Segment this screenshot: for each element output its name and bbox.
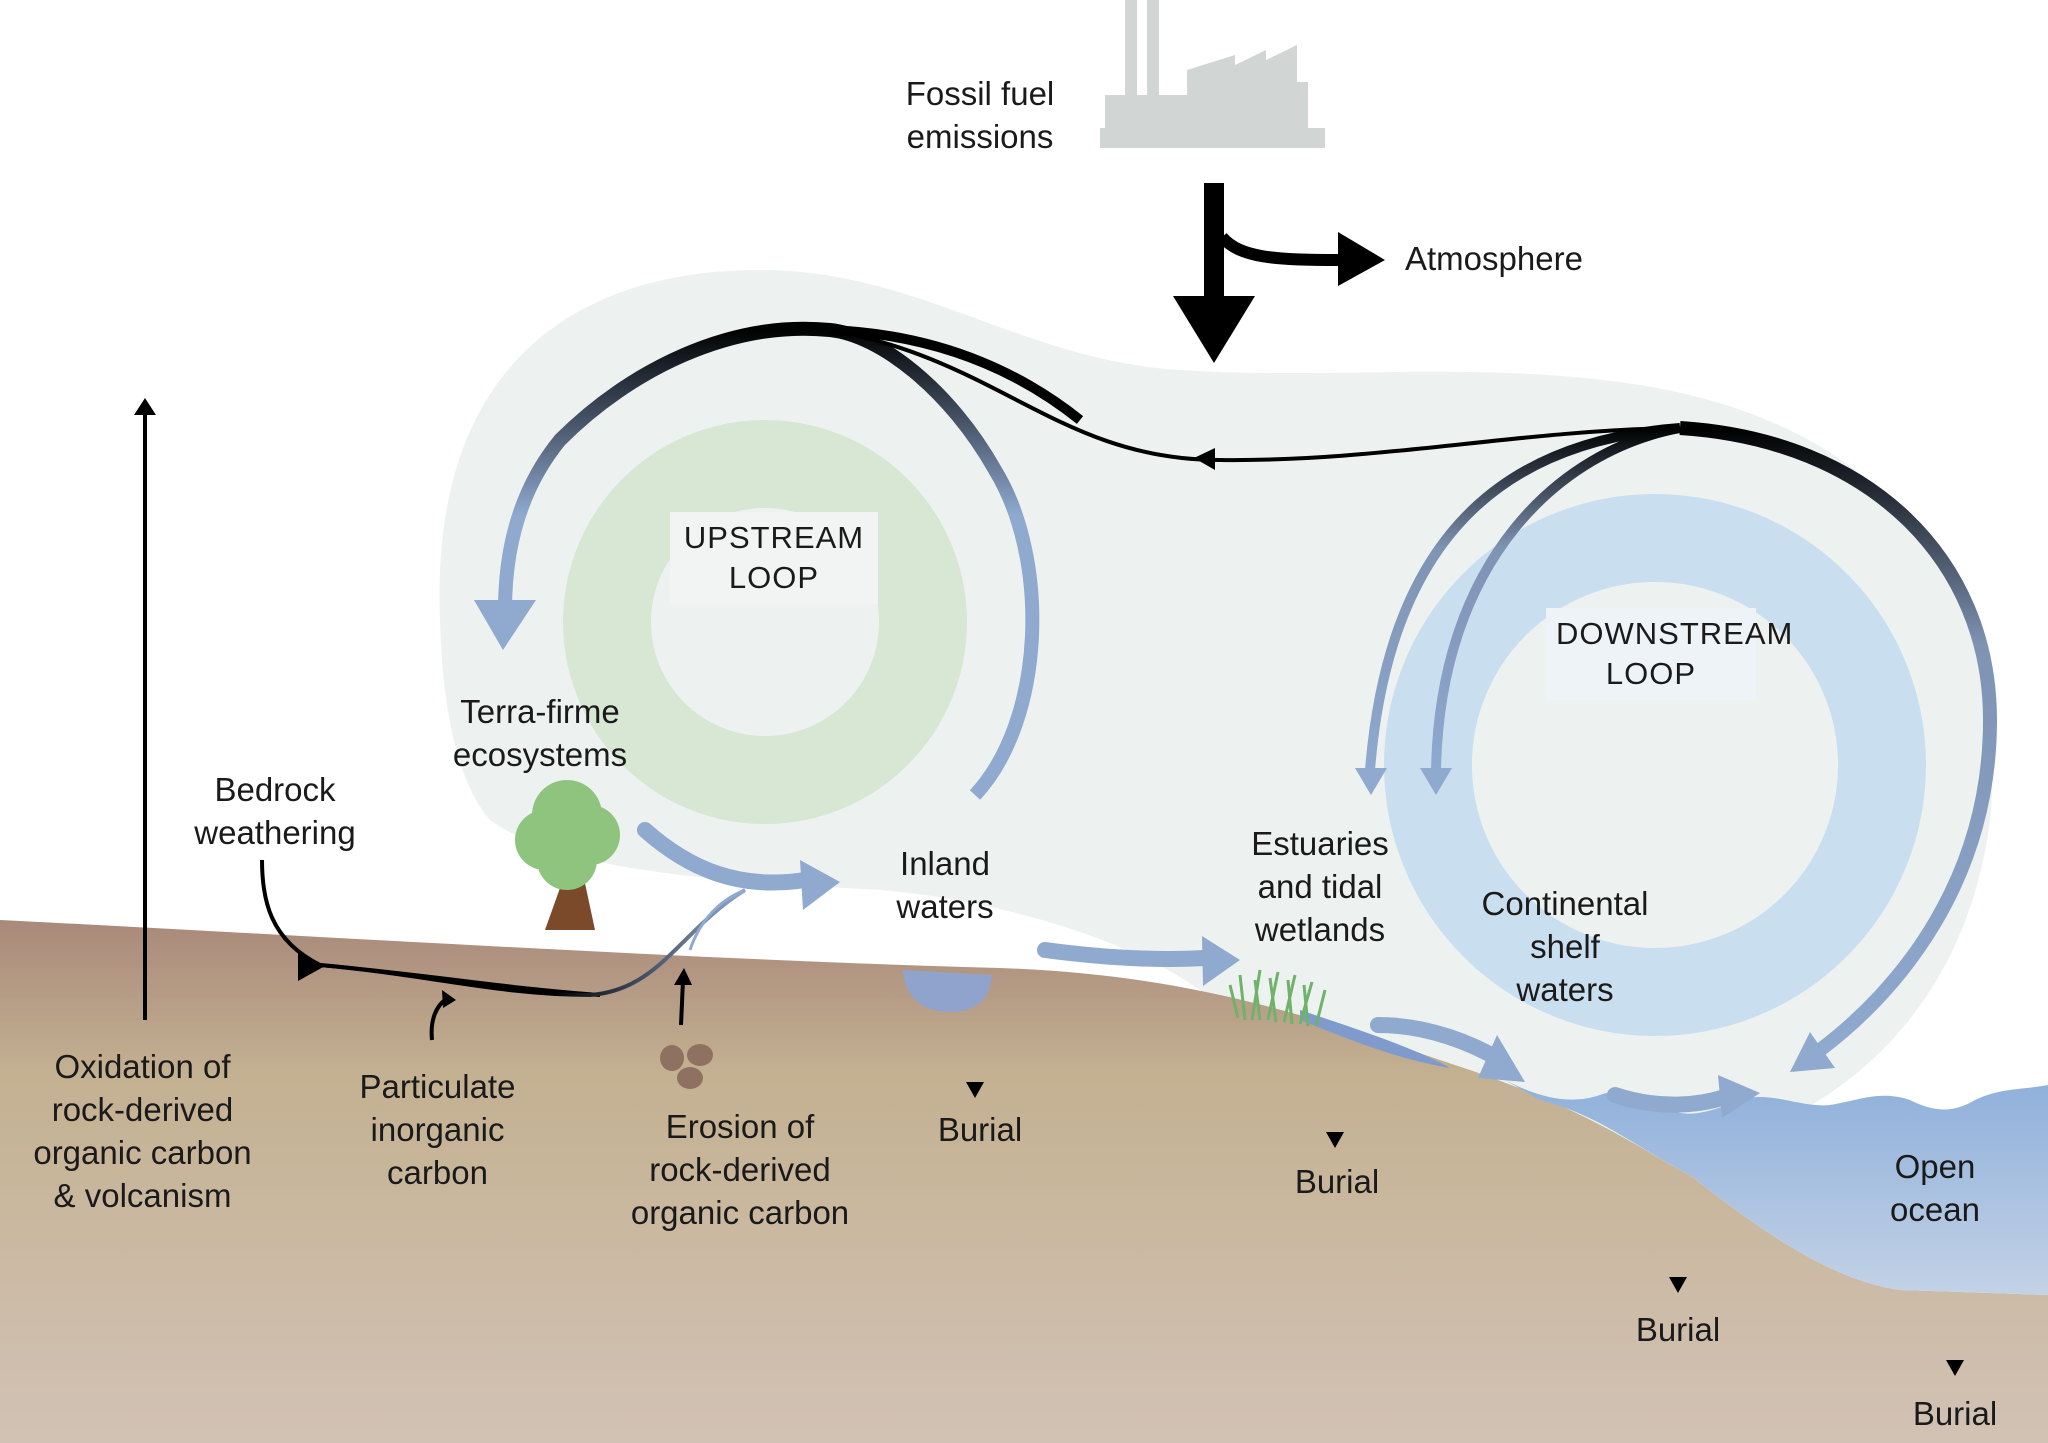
downstream-ring [1384,494,1926,1036]
burial-label-ocean: Burial [1912,1395,1998,1432]
tree-icon [515,780,620,930]
burial-label-estuary: Burial [1294,1163,1380,1200]
downstream-loop-arrow [1679,421,1998,1056]
flow-arrow-inland-to-estuary [1037,942,1213,968]
upstream-loop-arrowhead [474,600,536,650]
factory-icon [1100,0,1325,148]
flow-arrow-shelf-to-ocean [1607,1087,1733,1113]
grass-icon [1228,969,1327,1027]
atmosphere-arrow [1217,232,1341,266]
emissions-arrow-head [1173,296,1255,363]
downstream-inner-arrow-1 [1365,423,1681,771]
downstream-loop-arrowhead [1790,1032,1835,1072]
upstream-ring [563,420,967,824]
emissions-arrow-stem [1204,183,1224,298]
downstream-inner-arrow-2 [1431,423,1681,771]
atmosphere-link-line [829,328,1681,463]
atmosphere-label: Atmosphere [1405,240,1583,277]
estuary-water [1300,1010,1450,1068]
open-ocean [1505,1080,2048,1295]
upstream-return-arrow [637,822,813,891]
atmosphere-arrow-head [1338,232,1385,286]
rock-icon [660,1044,713,1089]
burial-label-shelf: Burial [1635,1311,1721,1348]
ground [0,920,2048,1443]
carbon-flow-line [319,888,747,998]
inland-water-pool [903,970,992,1012]
burial-label-inland: Burial [937,1111,1023,1148]
erosion-arrow [679,979,685,1026]
